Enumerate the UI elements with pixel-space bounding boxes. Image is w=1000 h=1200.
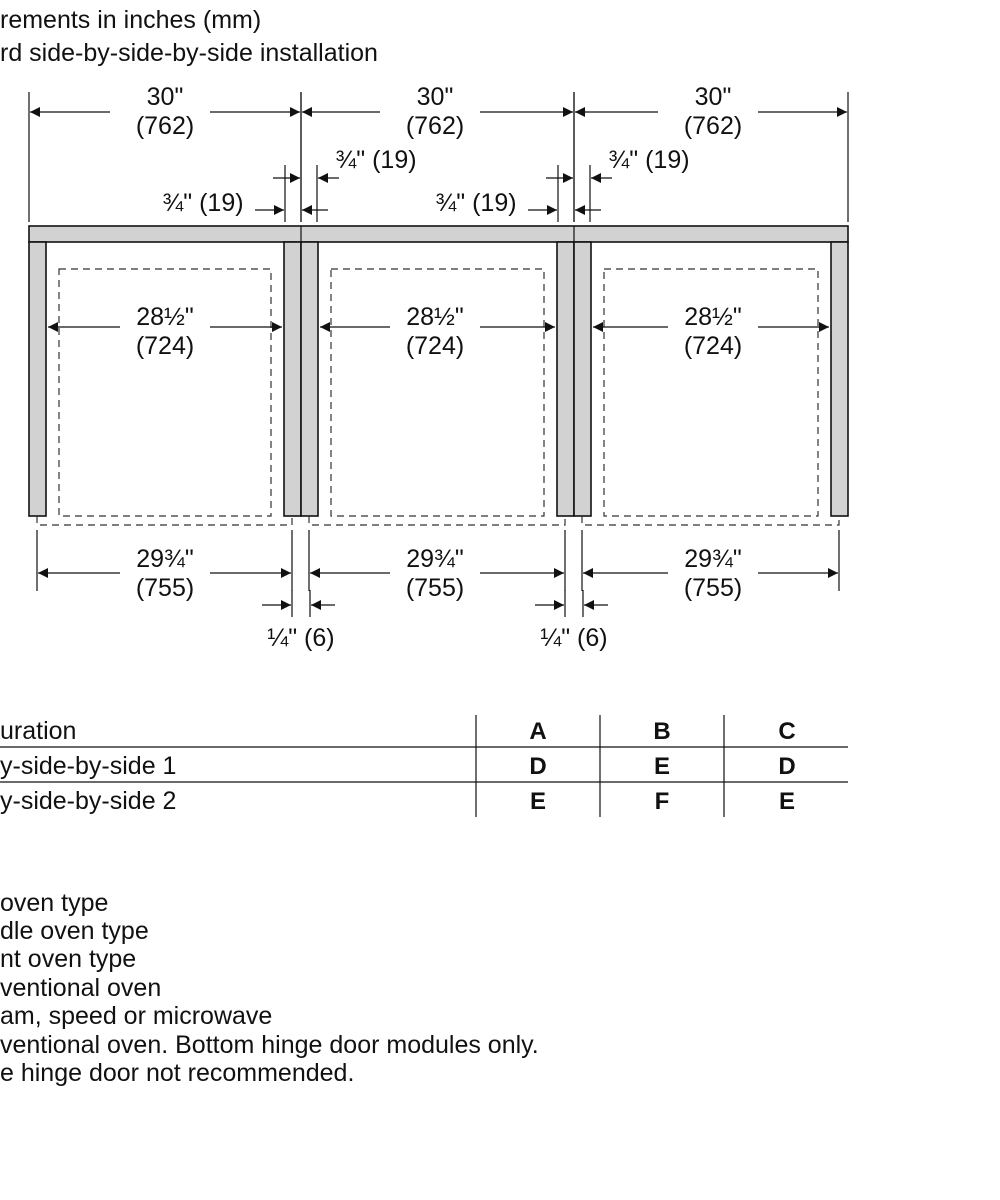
appliance-outline-dashed [603, 268, 819, 517]
side-panel [283, 241, 302, 517]
cutout-outline-dashed [581, 516, 840, 526]
overall-width-inches: 30" [695, 83, 732, 111]
side-panel [556, 241, 575, 517]
legend-item: ventional oven. Bottom hinge door module… [0, 1031, 539, 1059]
panel-thickness-label: ¾" (19) [435, 189, 516, 217]
inner-width-inches: 28½" [136, 303, 194, 331]
side-panel [300, 241, 319, 517]
cutout-outline-dashed [308, 516, 566, 526]
overall-width-inches: 30" [147, 83, 184, 111]
side-panel [830, 241, 849, 517]
panel-thickness-label: ¾" (19) [608, 146, 689, 174]
overall-width-inches: 30" [417, 83, 454, 111]
panel-thickness-label: ¾" (19) [335, 146, 416, 174]
header-line-2: rd side-by-side-by-side installation [0, 39, 378, 67]
legend-item: nt oven type [0, 945, 137, 973]
overall-width-mm: (762) [406, 112, 464, 140]
cutout-width-inches: 29¾" [684, 545, 742, 573]
inner-width-inches: 28½" [684, 303, 742, 331]
side-panel [28, 241, 47, 517]
cutout-width-inches: 29¾" [136, 545, 194, 573]
appliance-outline-dashed [58, 268, 272, 517]
inner-width-mm: (724) [406, 332, 464, 360]
cutout-width-inches: 29¾" [406, 545, 464, 573]
overall-width-mm: (762) [136, 112, 194, 140]
legend-item: dle oven type [0, 917, 149, 945]
inner-width-mm: (724) [136, 332, 194, 360]
header-line-1: rements in inches (mm) [0, 6, 262, 34]
gap-label: ¼" (6) [540, 624, 607, 652]
overall-width-mm: (762) [684, 112, 742, 140]
panel-thickness-label: ¾" (19) [162, 189, 243, 217]
cutout-width-mm: (755) [406, 574, 464, 602]
cutout-width-mm: (755) [684, 574, 742, 602]
appliance-outline-dashed [330, 268, 545, 517]
side-panel [573, 241, 592, 517]
inner-width-inches: 28½" [406, 303, 464, 331]
inner-width-mm: (724) [684, 332, 742, 360]
gap-label: ¼" (6) [267, 624, 334, 652]
legend-item: ventional oven [0, 974, 162, 1002]
countertop-panel [28, 225, 849, 243]
legend-item: am, speed or microwave [0, 1002, 273, 1030]
cutout-width-mm: (755) [136, 574, 194, 602]
cutout-outline-dashed [36, 516, 293, 526]
legend-item: oven type [0, 889, 109, 917]
legend-item: e hinge door not recommended. [0, 1059, 355, 1087]
